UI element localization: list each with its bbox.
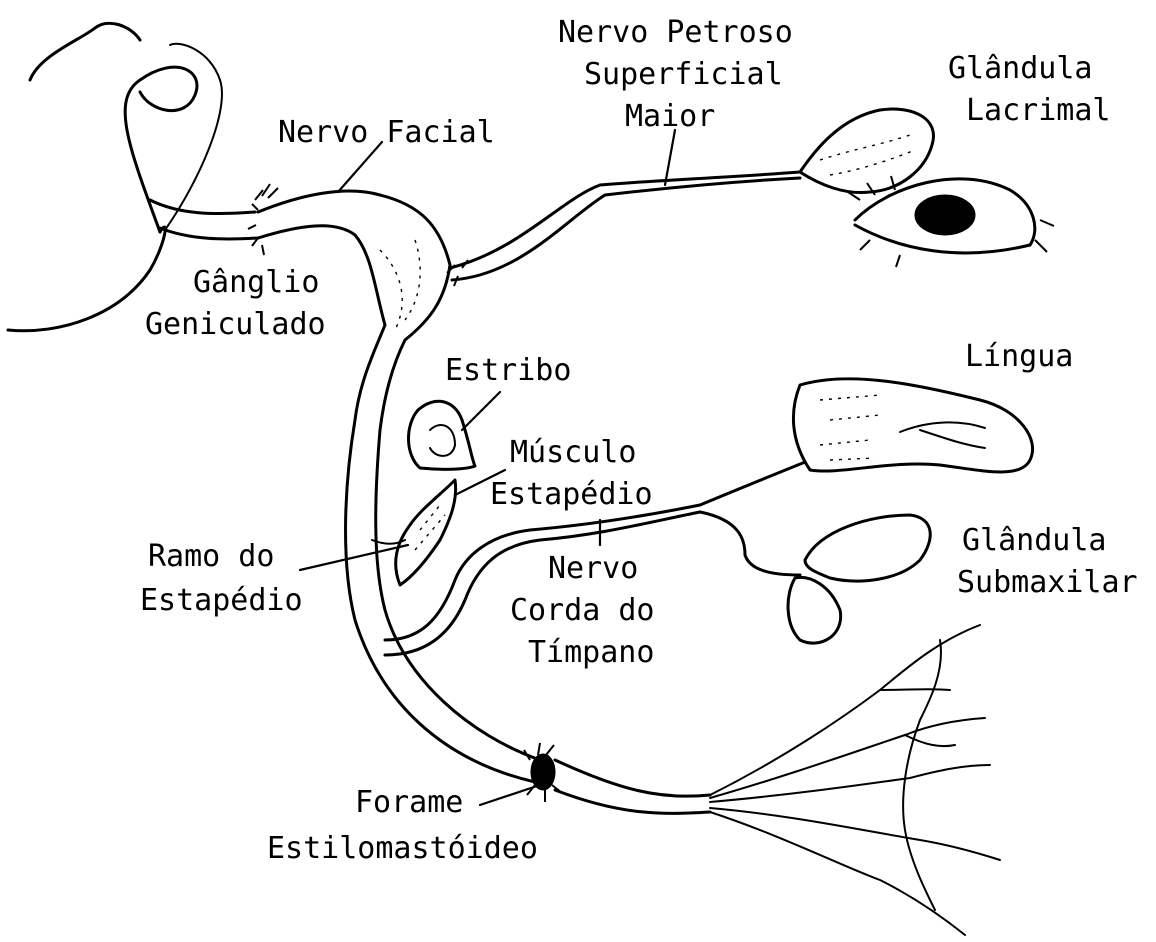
label-glandula-lacrimal-line1: Glândula xyxy=(948,51,1093,86)
label-corda-line3: Tímpano xyxy=(528,635,654,670)
label-ganglio-line1: Gânglio xyxy=(193,265,319,300)
tongue-drawing xyxy=(793,379,1032,472)
label-nervo-petroso-line2: Superficial xyxy=(584,57,783,92)
submaxillary-gland-drawing xyxy=(788,515,930,643)
label-corda-line1: Nervo xyxy=(548,551,638,586)
facial-branches-drawing xyxy=(555,625,1000,935)
label-ramo-line2: Estapédio xyxy=(140,583,303,618)
petrosal-nerve xyxy=(447,172,800,286)
leader-ramo xyxy=(300,545,408,570)
label-glandula-lacrimal-line2: Lacrimal xyxy=(966,93,1111,128)
label-forame-line1: Forame xyxy=(355,785,463,820)
label-forame-line2: Estilomastóideo xyxy=(267,831,538,866)
label-ramo-line1: Ramo do xyxy=(148,539,274,574)
label-glandula-sub-line1: Glândula xyxy=(962,523,1107,558)
label-musculo-line2: Estapédio xyxy=(490,477,653,512)
label-corda-line2: Corda do xyxy=(510,593,655,628)
stapes-drawing xyxy=(408,401,475,469)
label-estribo: Estribo xyxy=(445,353,571,388)
label-musculo-line1: Músculo xyxy=(510,435,636,470)
label-nervo-petroso-line1: Nervo Petroso xyxy=(558,15,793,50)
leader-petroso xyxy=(665,130,675,185)
label-glandula-sub-line2: Submaxilar xyxy=(957,565,1138,600)
leader-estribo xyxy=(462,392,500,430)
label-lingua: Língua xyxy=(965,339,1073,374)
stapedius-muscle-drawing xyxy=(396,480,456,585)
geniculate-tuft xyxy=(248,184,278,255)
lacrimal-gland-drawing xyxy=(800,109,933,192)
label-nervo-petroso-line3: Maior xyxy=(625,99,715,134)
leader-forame xyxy=(480,785,540,805)
stylomastoid-tuft xyxy=(524,743,562,802)
label-ganglio-line2: Geniculado xyxy=(145,307,326,342)
label-nervo-facial: Nervo Facial xyxy=(278,115,495,150)
